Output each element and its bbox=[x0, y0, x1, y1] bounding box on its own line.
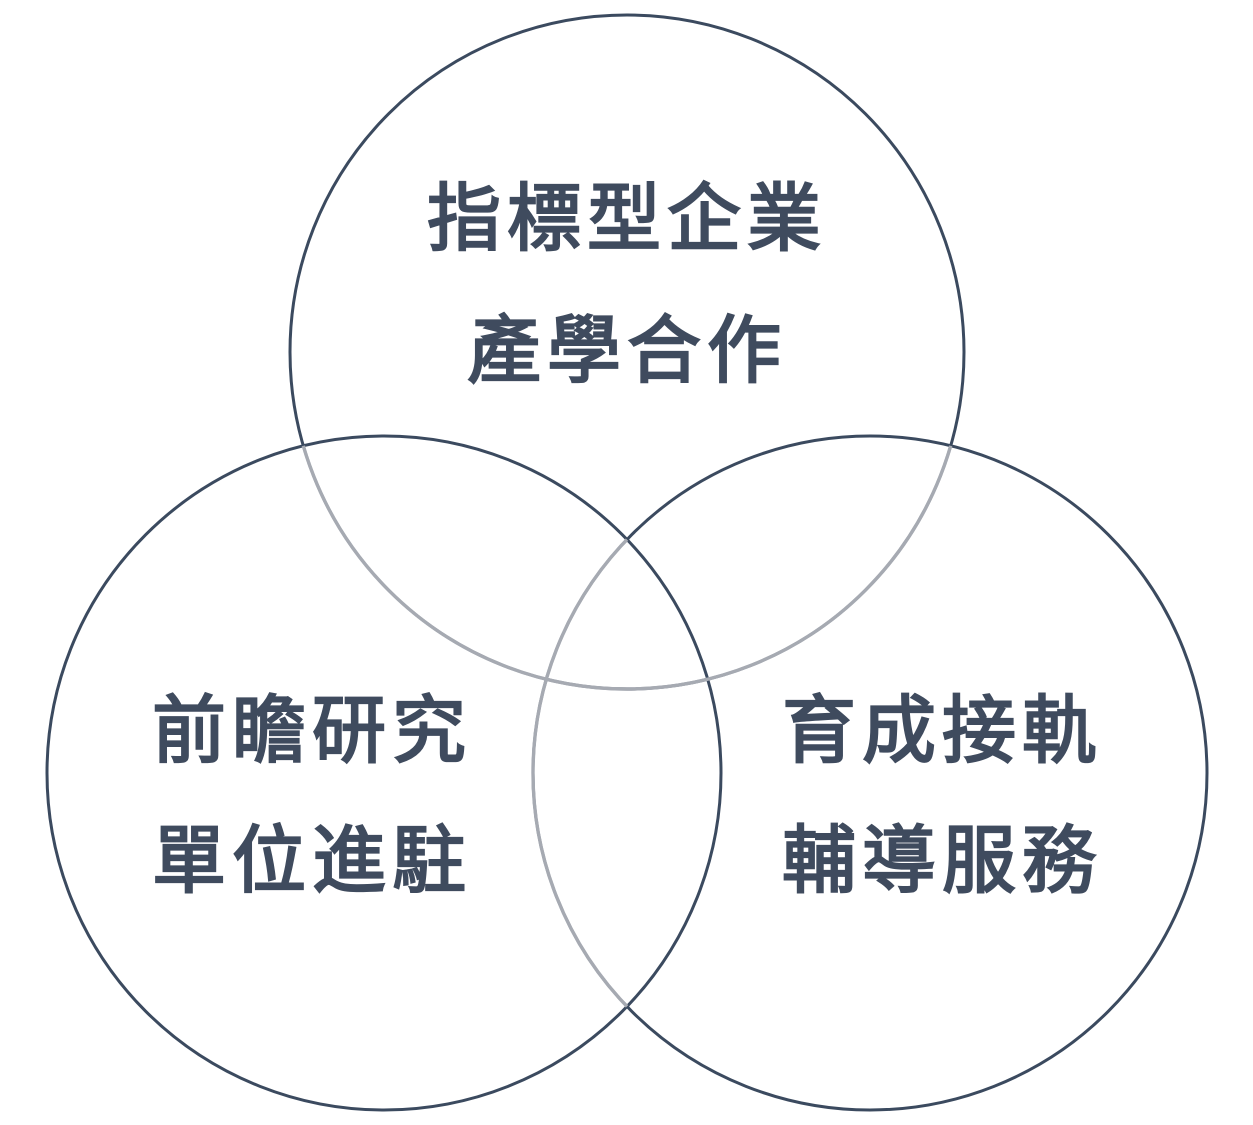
label-top-line-1: 指標型企業 bbox=[427, 176, 827, 262]
label-right-line-1: 育成接軌 bbox=[782, 688, 1102, 774]
label-top-line-2: 產學合作 bbox=[467, 308, 787, 394]
label-right-line-2: 輔導服務 bbox=[782, 818, 1102, 904]
overlap-arc-top-in-right bbox=[533, 436, 966, 691]
circle-left-outline bbox=[45, 434, 723, 1112]
overlap-arc-right-in-left bbox=[531, 436, 721, 1110]
label-left-line-1: 前瞻研究 bbox=[152, 688, 472, 774]
label-left-line-2: 單位進駐 bbox=[152, 818, 472, 904]
